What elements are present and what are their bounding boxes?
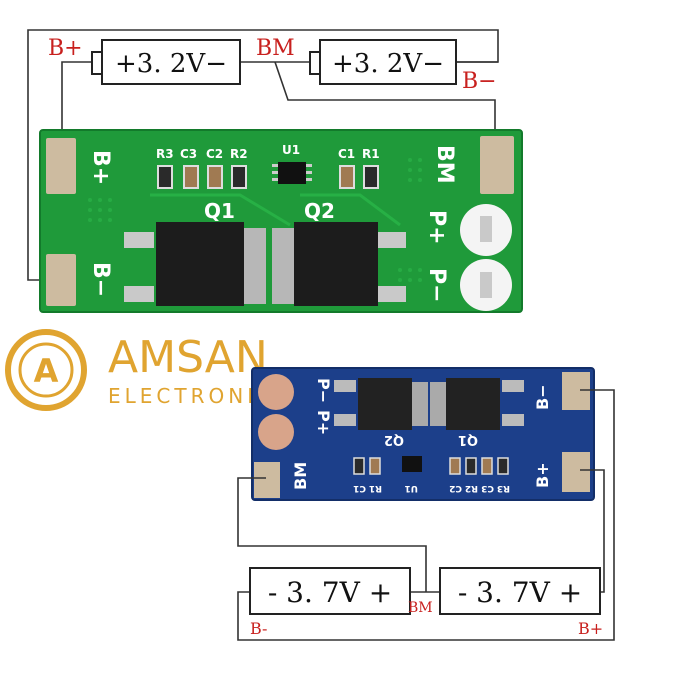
- silk-r1-blue: R1: [369, 483, 382, 493]
- silk-u1: U1: [282, 143, 300, 157]
- logo-circle: [5, 329, 87, 411]
- brand-logo: A AMSAN ELECTRONICS: [5, 329, 288, 411]
- label-bplus: B+: [48, 36, 83, 61]
- pad-bm-blue: [254, 462, 280, 498]
- silk-q1: Q1: [204, 199, 235, 223]
- brand-name: AMSAN: [108, 332, 268, 383]
- pad-bminus: [46, 254, 76, 306]
- top-wiring-diagram: +3. 2V− +3. 2V− B+ BM B−: [27, 29, 499, 281]
- label-bminus: B−: [462, 69, 497, 94]
- pad-bplus-blue: [562, 452, 590, 492]
- mosfet-q1-blue: [430, 378, 524, 430]
- pad-pminus-blue: [258, 374, 294, 410]
- silk-bm-blue: BM: [291, 462, 310, 490]
- label-bminus-bottom: B-: [250, 619, 267, 638]
- silk-q2: Q2: [304, 199, 335, 223]
- silk-pplus-blue: P+: [314, 410, 333, 435]
- silk-q1-blue: Q1: [458, 432, 478, 447]
- silk-c3-blue: C3: [481, 483, 494, 493]
- silk-c1-blue: C1: [353, 483, 366, 493]
- green-pcb: R3 C3 C2 R2 U1 C1 R1 Q1 Q2 B+ B− BM P+ P…: [39, 129, 523, 313]
- silk-c2-blue: C2: [449, 483, 462, 493]
- silk-r2-blue: R2: [465, 483, 478, 493]
- pad-bminus-blue: [562, 372, 590, 410]
- silk-pminus: P−: [424, 268, 449, 303]
- silk-bplus-blue: B+: [533, 462, 552, 488]
- silk-r1: R1: [362, 147, 380, 161]
- label-bm: BM: [256, 36, 295, 61]
- silk-bminus: B−: [88, 262, 113, 297]
- pad-pplus: [460, 204, 512, 256]
- battery-right-label: +3. 2V−: [332, 49, 444, 79]
- silk-r3: R3: [156, 147, 174, 161]
- label-bplus-bottom: B+: [578, 619, 603, 638]
- smd-components: [157, 162, 379, 189]
- pad-bm: [480, 136, 514, 194]
- silk-bplus: B+: [88, 150, 113, 185]
- silk-r3-blue: R3: [497, 483, 510, 493]
- mosfet-q2-blue: [334, 378, 428, 430]
- silk-bm: BM: [432, 145, 457, 184]
- bottom-wiring-diagram: - 3. 7V + - 3. 7V + BM B- B+: [237, 389, 615, 641]
- silk-c2: C2: [206, 147, 223, 161]
- pad-pminus: [460, 259, 512, 311]
- blue-pcb: P− P+ BM B− B+ Q2 Q1 U1 C1 R1 C2 R2 C3 R…: [251, 367, 595, 501]
- label-bm-bottom: BM: [408, 600, 433, 616]
- mosfet-q2: [272, 222, 406, 306]
- battery-bottom-right-label: - 3. 7V +: [458, 576, 582, 609]
- battery-bottom-right: - 3. 7V +: [439, 567, 601, 615]
- silk-u1-blue: U1: [404, 483, 418, 493]
- pad-pplus-blue: [258, 414, 294, 450]
- pad-bplus: [46, 138, 76, 194]
- battery-bottom-left-label: - 3. 7V +: [268, 576, 392, 609]
- silk-bminus-blue: B−: [533, 384, 552, 410]
- battery-left: +3. 2V−: [91, 39, 241, 85]
- battery-right: +3. 2V−: [309, 39, 457, 85]
- silk-c3: C3: [180, 147, 197, 161]
- battery-bottom-left: - 3. 7V +: [249, 567, 411, 615]
- silk-c1: C1: [338, 147, 355, 161]
- battery-left-label: +3. 2V−: [115, 49, 227, 79]
- silk-pminus-blue: P−: [314, 378, 333, 403]
- smd-components-blue: [353, 456, 509, 475]
- silk-pplus: P+: [424, 210, 449, 245]
- silk-q2-blue: Q2: [384, 432, 404, 447]
- logo-letter: A: [34, 352, 59, 390]
- mosfet-q1: [124, 222, 266, 306]
- silk-r2: R2: [230, 147, 248, 161]
